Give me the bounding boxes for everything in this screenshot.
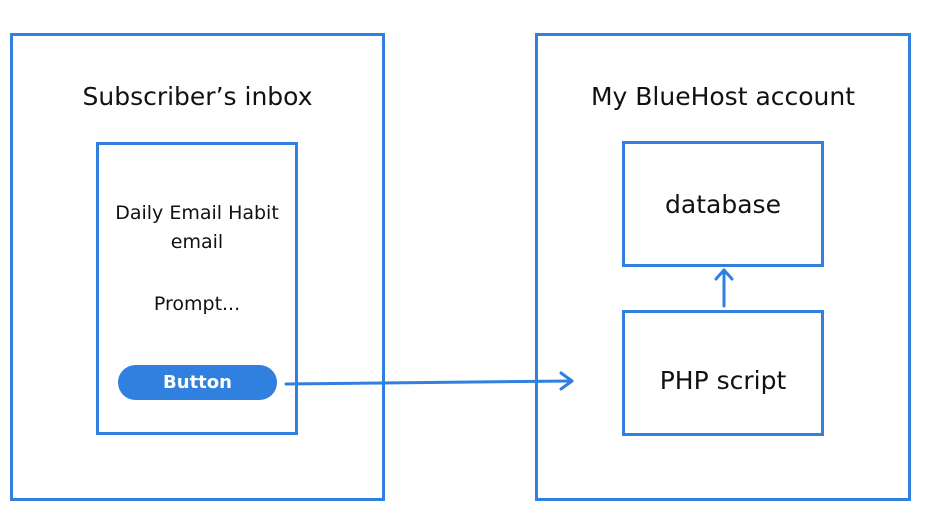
subscriber-inbox-title: Subscriber’s inbox [82,82,313,111]
email-line-1: Daily Email Habit [115,202,279,224]
php-script-box: PHP script [622,310,824,436]
email-action-button[interactable]: Button [118,365,277,400]
database-box: database [622,141,824,267]
email-line-2: email [170,231,224,253]
php-script-label: PHP script [659,366,787,395]
database-label: database [665,190,781,219]
email-prompt: Prompt... [153,293,241,315]
bluehost-account-panel: My BlueHost account [535,33,911,501]
bluehost-account-title: My BlueHost account [590,82,856,111]
